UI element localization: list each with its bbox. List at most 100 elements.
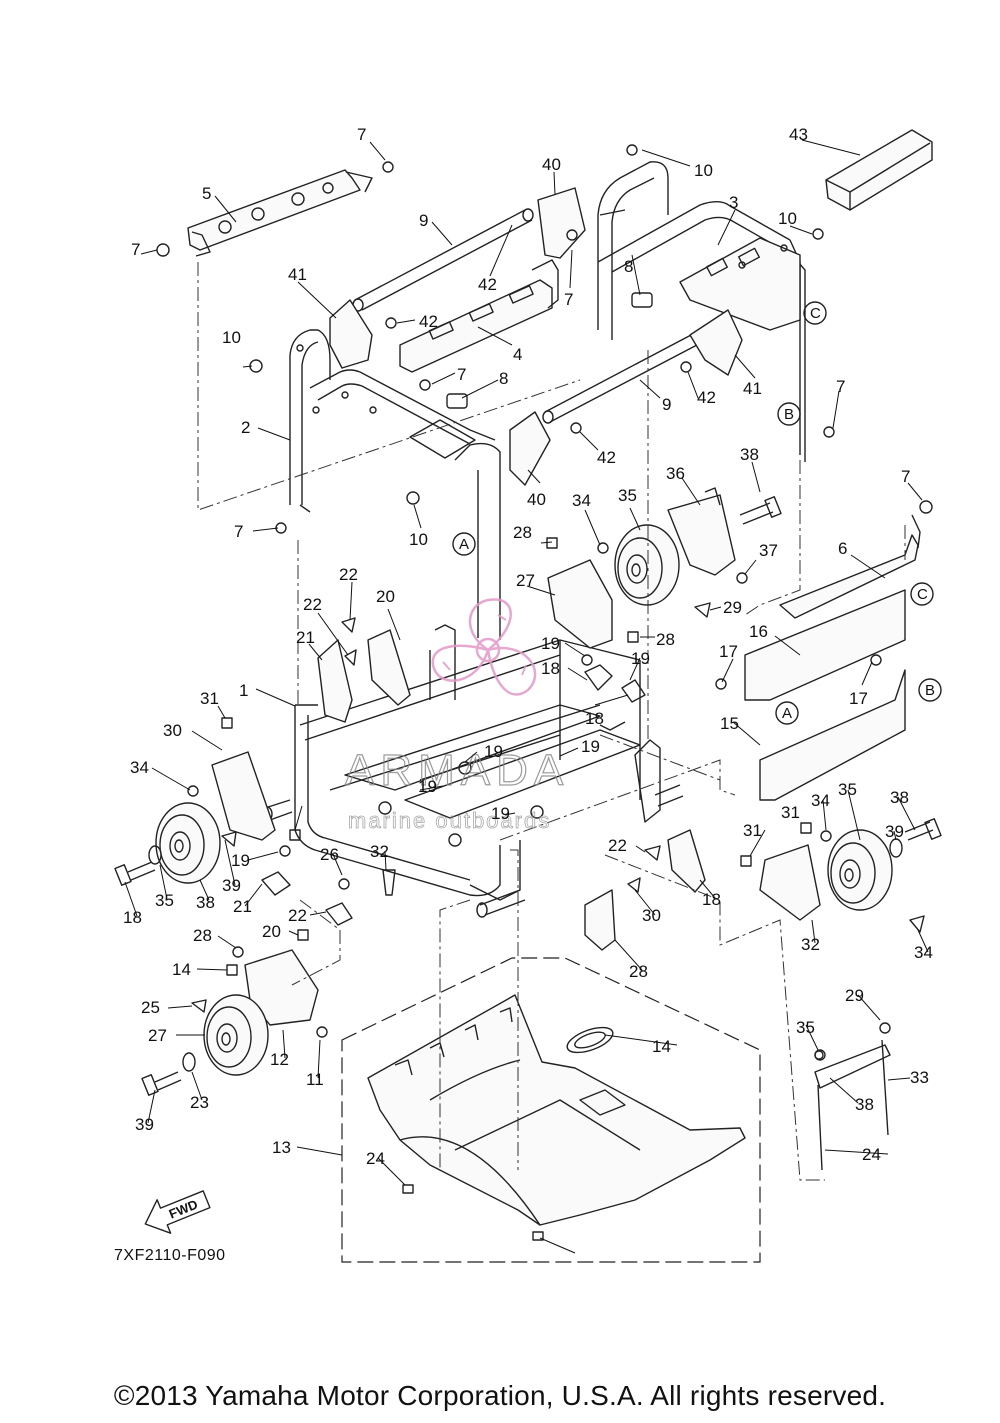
callout: 20 [262, 922, 281, 941]
callout: 27 [148, 1026, 167, 1045]
callout: 34 [572, 491, 591, 510]
part-1-main-frame [294, 639, 641, 897]
callout: 23 [190, 1093, 209, 1112]
callout: 32 [801, 935, 820, 954]
callout: 37 [759, 541, 778, 560]
callout: 12 [270, 1050, 289, 1069]
callout: 19 [231, 851, 250, 870]
callout: 34 [811, 791, 830, 810]
part-30-bracket-left [211, 751, 276, 841]
callout: 2 [241, 418, 250, 437]
callout: 17 [849, 689, 868, 708]
callout: 42 [419, 312, 438, 331]
ref-letter-a: A [775, 701, 799, 725]
callout: 24 [366, 1149, 385, 1168]
ref-letter-c: C [803, 301, 827, 325]
reference-letters: C B A C A B [452, 301, 942, 725]
ref-letter-c: C [910, 582, 934, 606]
callout: 19 [631, 649, 650, 668]
callout: 25 [141, 998, 160, 1017]
part-36-guard [667, 494, 736, 576]
svg-text:A: A [459, 536, 469, 553]
callout: 40 [527, 490, 546, 509]
copyright-notice: ©2013 Yamaha Motor Corporation, U.S.A. A… [113, 1380, 887, 1411]
callout: 29 [723, 598, 742, 617]
callout: 31 [200, 689, 219, 708]
callout: 34 [914, 943, 933, 962]
part-23-skid-plate [367, 994, 746, 1226]
callout: 5 [202, 184, 211, 203]
callout: 22 [608, 836, 627, 855]
callout: 41 [743, 379, 762, 398]
part-35-wheel-right [827, 829, 893, 911]
part-35-wheel-left [155, 802, 221, 884]
watermark-logo [431, 598, 537, 696]
callout: 10 [694, 161, 713, 180]
callout: 28 [513, 523, 532, 542]
part-12-rod [881, 1039, 889, 1136]
callout: 19 [484, 742, 503, 761]
callout: 41 [288, 265, 307, 284]
part-40-bracket-upper [537, 187, 586, 259]
callout: 31 [743, 821, 762, 840]
callout: 32 [370, 842, 389, 861]
callout: 7 [564, 290, 573, 309]
part-25-grommet [566, 1026, 614, 1054]
part-9-bar-lower [544, 324, 717, 423]
callout: 30 [163, 721, 182, 740]
watermark-brand: ARMADA [345, 746, 569, 795]
part-20-bracket-left [367, 629, 411, 706]
part-43-cover [825, 129, 933, 211]
callout: 40 [542, 155, 561, 174]
callout: 38 [890, 788, 909, 807]
callout: 18 [541, 659, 560, 678]
part-30-bracket-right [759, 844, 821, 921]
callout: 10 [222, 328, 241, 347]
callout: 28 [656, 630, 675, 649]
callout: 20 [376, 587, 395, 606]
callout: 11 [306, 1070, 324, 1089]
ref-letter-b: B [777, 402, 801, 426]
callout: 19 [581, 737, 600, 756]
callout: 38 [855, 1095, 874, 1114]
callout: 1 [239, 681, 248, 700]
callout: 31 [781, 803, 800, 822]
part-2-front-frame [289, 329, 496, 513]
part-27-bracket-center [547, 559, 613, 649]
callout: 38 [740, 445, 759, 464]
callout: 30 [642, 906, 661, 925]
callout: 24 [862, 1145, 881, 1164]
callout: 35 [618, 486, 637, 505]
part-8-grommet-b [446, 393, 468, 409]
callout: 3 [729, 193, 738, 212]
callout: 42 [597, 448, 616, 467]
callout: 7 [836, 377, 845, 396]
callout: 34 [130, 758, 149, 777]
svg-text:C: C [810, 305, 821, 322]
callout: 28 [193, 926, 212, 945]
callout: 33 [910, 1068, 929, 1087]
callout: 21 [296, 628, 315, 647]
callout: 16 [749, 622, 768, 641]
svg-text:B: B [925, 682, 935, 699]
callout: 39 [222, 876, 241, 895]
fwd-arrow: FWD [144, 1190, 211, 1234]
callout: 8 [624, 257, 633, 276]
part-40-bracket-lower [509, 411, 551, 486]
callout: 18 [123, 908, 142, 927]
callout: 7 [357, 125, 366, 144]
callout: 39 [135, 1115, 154, 1134]
callout: 29 [845, 986, 864, 1005]
callout: 39 [885, 822, 904, 841]
callout: 9 [662, 395, 671, 414]
callout: 42 [478, 275, 497, 294]
callout: 14 [652, 1037, 671, 1056]
callout: 18 [585, 709, 604, 728]
callout: 38 [196, 893, 215, 912]
part-9-bar-upper [354, 209, 533, 311]
callout: 19 [541, 634, 560, 653]
part-5-plate [187, 169, 361, 251]
part-3-rear-frame [597, 161, 806, 462]
callout: 35 [796, 1018, 815, 1037]
